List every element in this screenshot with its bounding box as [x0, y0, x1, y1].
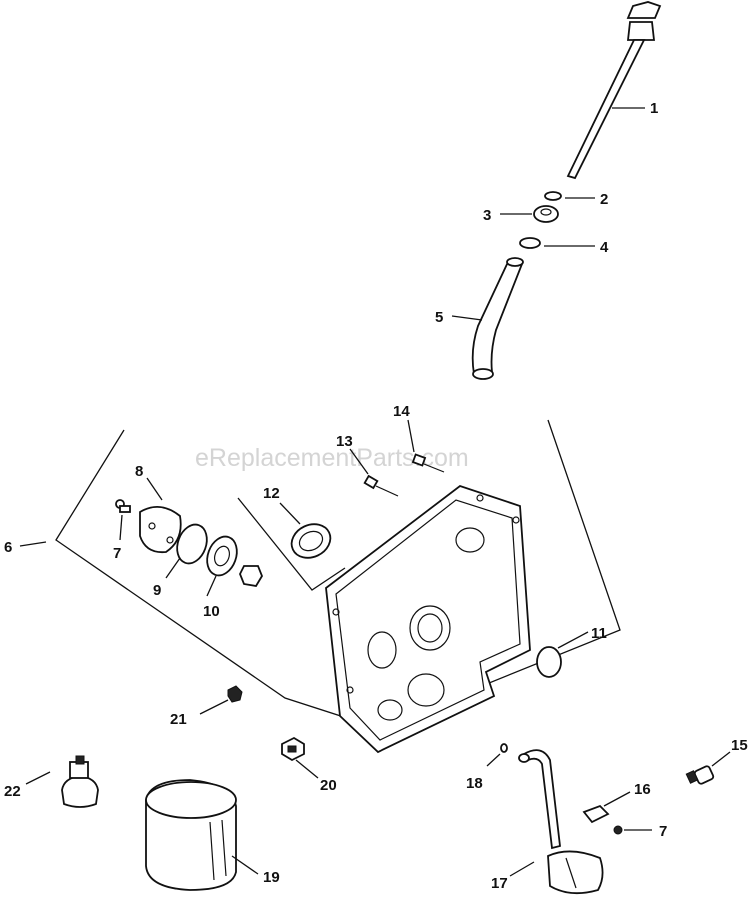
callout-14: 14	[393, 403, 410, 420]
leader-12	[279, 502, 301, 525]
leader-6	[19, 541, 47, 547]
callout-21: 21	[170, 711, 187, 728]
part-11-o-ring[interactable]	[536, 646, 562, 678]
callout-2: 2	[600, 191, 608, 208]
leader-19	[231, 855, 259, 875]
callout-15: 15	[731, 737, 748, 754]
callout-16: 16	[634, 781, 651, 798]
part-3-grommet[interactable]	[533, 205, 559, 223]
leader-11	[557, 631, 589, 649]
leader-21	[199, 699, 229, 715]
leader-5	[451, 315, 483, 321]
part-2-washer[interactable]	[544, 191, 562, 201]
part-20-drain-plug[interactable]	[281, 736, 305, 762]
callout-20: 20	[320, 777, 337, 794]
leader-7a	[119, 514, 123, 541]
callout-19: 19	[263, 869, 280, 886]
leader-22	[25, 771, 51, 785]
part-5-dipstick-tube[interactable]	[471, 257, 524, 380]
callout-7a: 7	[113, 545, 121, 562]
part-15-plug[interactable]	[685, 765, 715, 785]
part-7-screw-left[interactable]	[115, 499, 131, 513]
leader-18	[486, 753, 501, 767]
callout-5: 5	[435, 309, 443, 326]
callout-11: 11	[591, 625, 607, 642]
callout-6: 6	[4, 539, 12, 556]
callout-7b: 7	[659, 823, 667, 840]
part-10-gerotor[interactable]	[202, 532, 264, 587]
callout-8: 8	[135, 463, 143, 480]
part-8-cover-plate[interactable]	[139, 506, 182, 554]
leader-20	[295, 759, 319, 779]
part-13-bolt[interactable]	[363, 474, 399, 497]
kit-outline	[55, 419, 621, 729]
part-7-screw-right[interactable]	[613, 825, 623, 835]
closure-plate[interactable]	[325, 484, 531, 754]
leader-8	[146, 477, 163, 501]
part-19-oil-filter[interactable]	[145, 779, 237, 891]
part-14-bolt[interactable]	[411, 453, 445, 473]
callout-1: 1	[650, 100, 658, 117]
callout-10: 10	[203, 603, 220, 620]
part-21-nut[interactable]	[227, 685, 243, 703]
leader-16	[603, 791, 631, 807]
part-12-oil-seal[interactable]	[286, 518, 336, 564]
callout-17: 17	[491, 875, 508, 892]
leader-9	[165, 557, 181, 579]
watermark: eReplacementParts.com	[195, 444, 469, 472]
leader-17	[509, 861, 535, 877]
callout-9: 9	[153, 582, 161, 599]
callout-4: 4	[600, 239, 609, 256]
callout-18: 18	[466, 775, 483, 792]
leader-14	[407, 419, 415, 453]
leader-13	[349, 448, 369, 475]
part-4-o-ring[interactable]	[519, 237, 541, 249]
part-22-oil-sender[interactable]	[61, 755, 99, 808]
callout-12: 12	[263, 485, 280, 502]
part-18-ring[interactable]	[500, 743, 508, 753]
part-1-dipstick[interactable]	[566, 1, 662, 180]
part-17-oil-pickup[interactable]	[518, 749, 604, 895]
callout-13: 13	[336, 433, 353, 450]
part-16-clip[interactable]	[582, 804, 610, 824]
leader-10	[206, 575, 217, 597]
leader-15	[711, 751, 731, 767]
callout-3: 3	[483, 207, 491, 224]
kit-inner-outline	[237, 497, 346, 591]
part-9-o-ring[interactable]	[172, 520, 212, 567]
callout-22: 22	[4, 783, 21, 800]
